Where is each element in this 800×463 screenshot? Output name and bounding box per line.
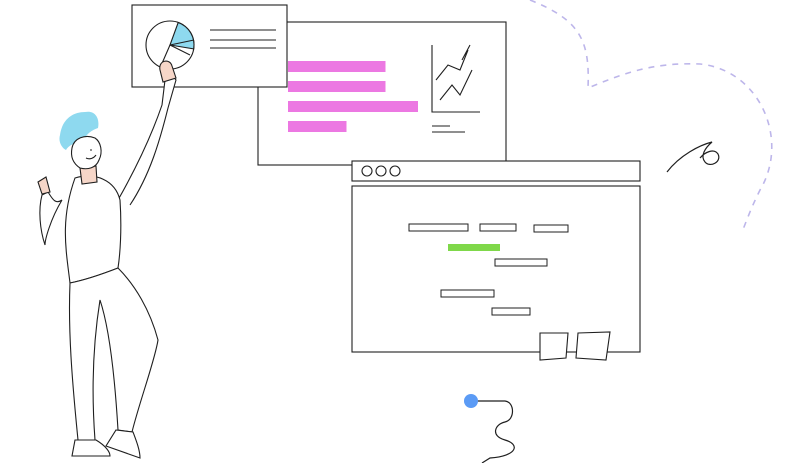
pie-accent-slice [169,21,195,50]
browser-window-icon [351,160,641,361]
person-figure [37,60,177,459]
connector-dot [464,394,478,408]
dashed-curve-decoration [529,0,773,233]
person-face [70,135,102,170]
horizontal-bar [288,61,386,72]
horizontal-bar-group [288,61,418,132]
squiggle-decoration [666,141,720,173]
gantt-bars [408,223,569,316]
pie-chart-icon [145,20,195,70]
person-hair [59,111,99,150]
horizontal-bar [288,81,386,92]
highlighted-bar [448,244,500,251]
horizontal-bar [288,101,418,112]
person-fist [37,176,51,195]
line-chart-icon [431,44,480,133]
sticky-note-icon [575,331,611,361]
sticky-note-icon [539,332,569,361]
person-hand [159,60,177,83]
horizontal-bar [288,121,347,132]
bar-chart-card [257,21,507,166]
connector-line [471,400,515,463]
text-lines [210,29,276,49]
pie-chart-card [131,4,288,88]
